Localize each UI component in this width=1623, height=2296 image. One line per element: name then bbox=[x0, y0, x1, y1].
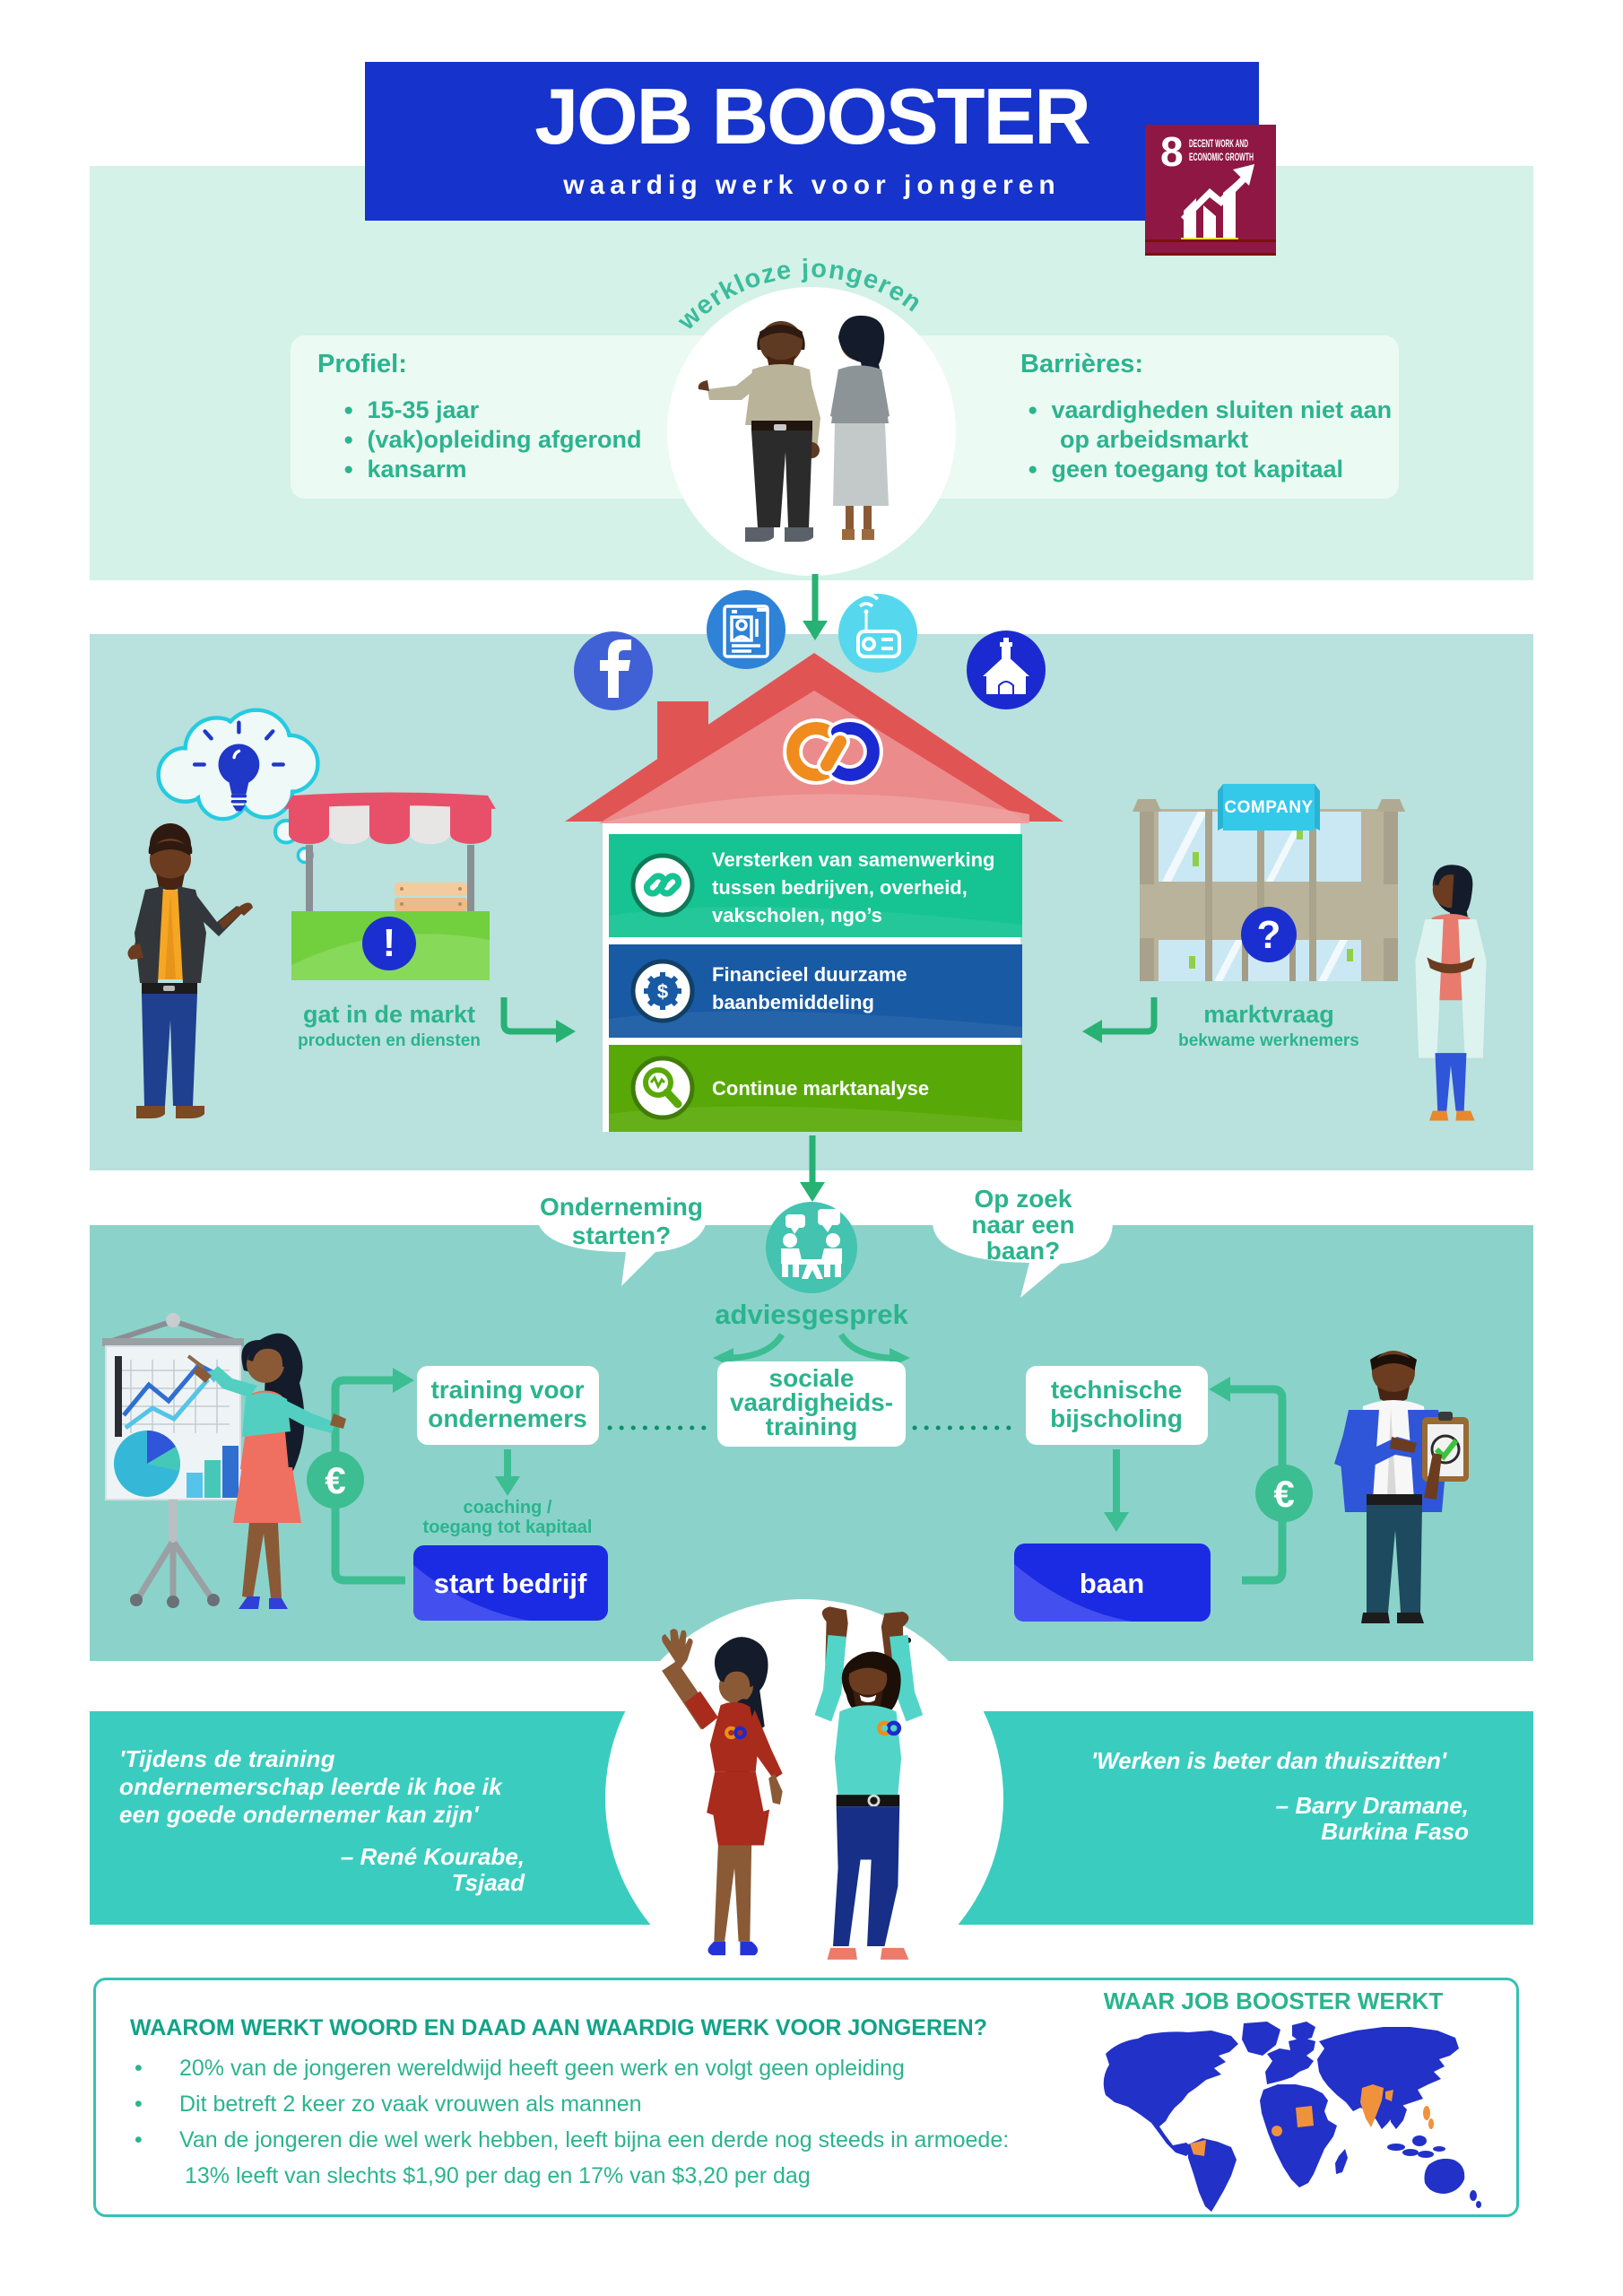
svg-text:DECENT WORK AND: DECENT WORK AND bbox=[1189, 139, 1248, 150]
svg-text:Versterken van samenwerking: Versterken van samenwerking bbox=[712, 848, 995, 871]
svg-text:Financieel duurzame: Financieel duurzame bbox=[712, 963, 907, 986]
svg-text:marktvraag: marktvraag bbox=[1203, 1001, 1334, 1028]
svg-text:Onderneming: Onderneming bbox=[540, 1193, 703, 1221]
svg-text:$: $ bbox=[657, 980, 668, 1003]
svg-text:start bedrijf: start bedrijf bbox=[434, 1568, 587, 1599]
svg-text:baan: baan bbox=[1080, 1568, 1144, 1599]
svg-text:technische: technische bbox=[1051, 1376, 1182, 1404]
svg-text:sociale: sociale bbox=[769, 1364, 855, 1392]
svg-text:€: € bbox=[325, 1459, 345, 1501]
svg-text:ECONOMIC GROWTH: ECONOMIC GROWTH bbox=[1189, 152, 1254, 163]
svg-text:8: 8 bbox=[1160, 128, 1184, 175]
svg-text:bekwame werknemers: bekwame werknemers bbox=[1178, 1031, 1359, 1050]
svg-text:coaching /: coaching / bbox=[464, 1498, 552, 1518]
svg-text:vaardigheids-: vaardigheids- bbox=[730, 1388, 893, 1416]
svg-text:adviesgesprek: adviesgesprek bbox=[715, 1299, 908, 1330]
svg-text:?: ? bbox=[1257, 913, 1281, 957]
svg-text:baanbemiddeling: baanbemiddeling bbox=[712, 991, 874, 1013]
svg-text:Continue marktanalyse: Continue marktanalyse bbox=[712, 1077, 929, 1100]
svg-text:naar een: naar een bbox=[971, 1211, 1074, 1239]
svg-text:€: € bbox=[1273, 1473, 1294, 1515]
svg-text:tussen bedrijven, overheid,: tussen bedrijven, overheid, bbox=[712, 876, 968, 899]
svg-text:bijscholing: bijscholing bbox=[1050, 1405, 1183, 1432]
svg-text:training voor: training voor bbox=[430, 1376, 584, 1404]
svg-text:vakscholen, ngo’s: vakscholen, ngo’s bbox=[712, 904, 882, 926]
svg-text:!: ! bbox=[383, 921, 396, 965]
svg-text:training: training bbox=[766, 1413, 858, 1440]
svg-text:starten?: starten? bbox=[572, 1222, 671, 1249]
svg-text:ondernemers: ondernemers bbox=[428, 1405, 586, 1432]
svg-text:producten en diensten: producten en diensten bbox=[298, 1031, 481, 1050]
svg-text:gat in de markt: gat in de markt bbox=[303, 1001, 475, 1028]
svg-text:Op zoek: Op zoek bbox=[975, 1185, 1072, 1213]
svg-text:COMPANY: COMPANY bbox=[1224, 798, 1313, 817]
svg-text:baan?: baan? bbox=[986, 1237, 1060, 1265]
svg-text:toegang tot kapitaal: toegang tot kapitaal bbox=[423, 1518, 593, 1537]
